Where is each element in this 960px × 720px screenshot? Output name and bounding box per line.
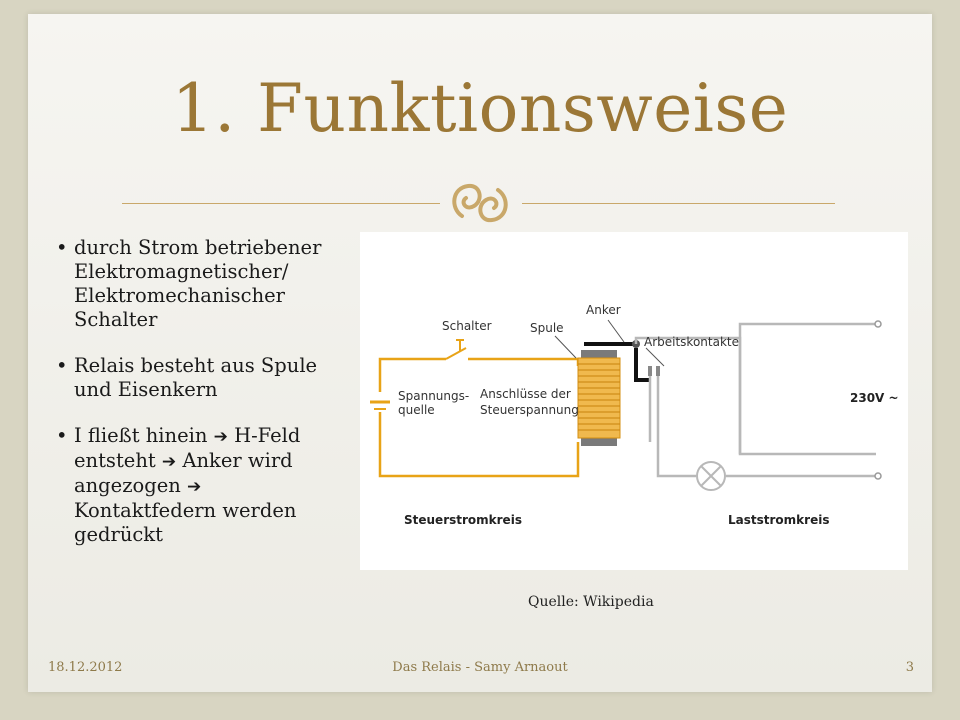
label-steuerstromkreis: Steuerstromkreis xyxy=(404,513,522,527)
bullet-text: durch Strom betriebener Elektromagnetisc… xyxy=(74,236,322,331)
control-circuit xyxy=(378,357,580,478)
bullet-text-part: Kontaktfedern werden gedrückt xyxy=(74,499,297,546)
voltage-source-icon xyxy=(370,400,390,410)
label-anker: Anker xyxy=(586,303,621,317)
terminal-top xyxy=(874,320,882,328)
footer-title: Das Relais - Samy Arnaout xyxy=(392,660,568,675)
flourish-ornament-icon xyxy=(452,183,508,223)
relay-diagram: Schalter Spule Anker Arbeitskontakte Spa… xyxy=(360,232,908,570)
control-wire-bottom xyxy=(378,412,580,478)
label-laststromkreis: Laststromkreis xyxy=(728,513,829,527)
terminal-bottom xyxy=(874,472,882,480)
slide-title: 1. Funktionsweise xyxy=(171,70,789,147)
switch-icon xyxy=(445,339,467,360)
title-divider-right xyxy=(522,203,835,204)
load-circuit xyxy=(634,322,876,478)
coil-winding xyxy=(577,357,621,439)
title-divider-left xyxy=(122,203,440,204)
bullet-text-part: Anker wird angezogen xyxy=(74,449,293,497)
bullet-text-part: I fließt hinein xyxy=(74,424,214,447)
load-wire-top xyxy=(738,322,876,454)
lamp-icon xyxy=(696,461,726,491)
control-wire-top-left xyxy=(378,357,446,392)
load-wire-upper xyxy=(634,336,876,456)
bullet-text: Relais besteht aus Spule und Eisenkern xyxy=(74,354,318,401)
arrow-right-icon: ➔ xyxy=(213,427,228,447)
arrow-right-icon: ➔ xyxy=(161,452,177,472)
label-spannungsquelle-line2: quelle xyxy=(398,403,435,417)
bullet-item: Relais besteht aus Spule und Eisenkern xyxy=(56,354,346,402)
label-pointers xyxy=(554,319,665,367)
coil-turns xyxy=(578,363,620,431)
armature xyxy=(584,342,650,382)
bullet-item: I fließt hinein ➔ H-Feld entsteht ➔ Anke… xyxy=(56,424,346,547)
label-anschluesse-line2: Steuerspannung xyxy=(480,403,579,417)
bullet-list: durch Strom betriebener Elektromagnetisc… xyxy=(56,236,346,569)
footer-date: 18.12.2012 xyxy=(48,660,123,675)
coil xyxy=(577,350,621,446)
label-anschluesse-line1: Anschlüsse der xyxy=(480,387,571,401)
label-schalter: Schalter xyxy=(442,319,492,333)
arrow-right-icon: ➔ xyxy=(187,477,202,497)
working-contacts xyxy=(648,366,660,376)
page-number: 3 xyxy=(905,660,914,675)
load-wire-bottom xyxy=(656,376,696,478)
bullet-text-part: H-Feld entsteht xyxy=(74,424,301,472)
label-spannungsquelle-line1: Spannungs- xyxy=(398,389,469,403)
image-caption: Quelle: Wikipedia xyxy=(528,594,654,610)
bullet-item: durch Strom betriebener Elektromagnetisc… xyxy=(56,236,346,332)
relay-circuit-svg: Schalter Spule Anker Arbeitskontakte Spa… xyxy=(370,303,899,527)
label-arbeitskontakte: Arbeitskontakte xyxy=(644,335,739,349)
label-spule: Spule xyxy=(530,321,564,335)
label-voltage: 230V ~ xyxy=(850,391,899,405)
